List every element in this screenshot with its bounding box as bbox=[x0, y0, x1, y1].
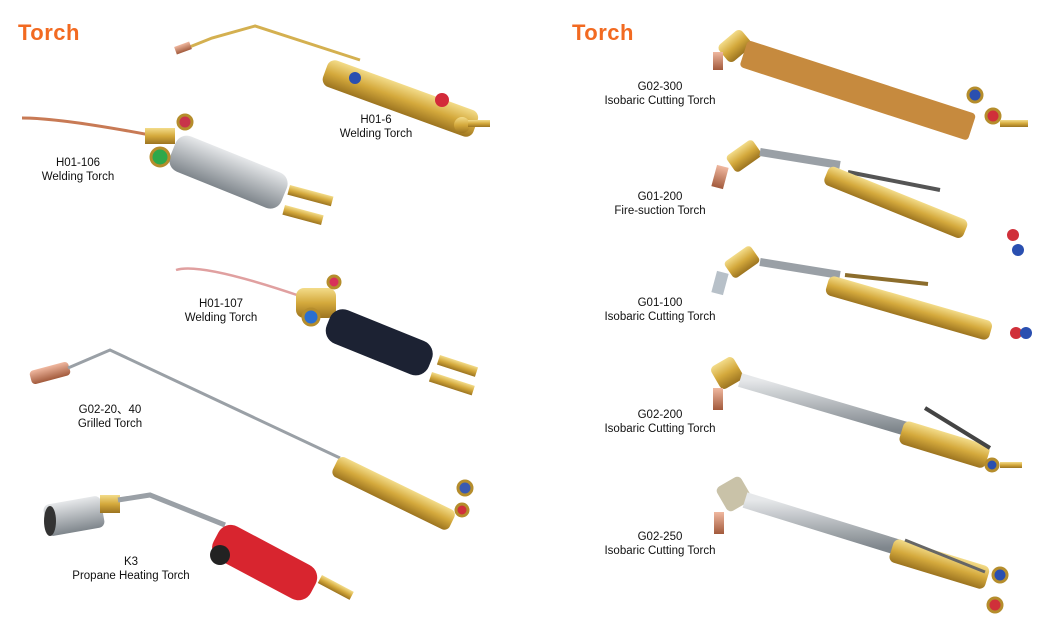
product-model: G02-20、40 bbox=[78, 404, 142, 416]
product-model: H01-6 bbox=[360, 114, 392, 126]
product-model: G01-100 bbox=[637, 297, 683, 309]
product-name: Isobaric Cutting Torch bbox=[604, 545, 716, 557]
torch-image-g02-250 bbox=[714, 476, 1009, 614]
torch-image-g02-300 bbox=[713, 29, 1028, 140]
torch-image-g01-200 bbox=[711, 140, 1024, 256]
product-name: Isobaric Cutting Torch bbox=[604, 95, 716, 107]
torch-image-k3 bbox=[43, 492, 354, 601]
torch-image-h01-6 bbox=[174, 24, 490, 137]
product-name: Fire-suction Torch bbox=[614, 205, 706, 217]
section-title-left: Torch bbox=[18, 20, 80, 45]
torch-image-h01-107 bbox=[175, 267, 479, 396]
product-name: Isobaric Cutting Torch bbox=[604, 311, 716, 323]
section-title-right: Torch bbox=[572, 20, 634, 45]
torch-image-g02-200 bbox=[711, 357, 1022, 473]
product-model: G02-300 bbox=[637, 81, 683, 93]
product-name: Welding Torch bbox=[184, 312, 258, 324]
torch-image-g02-20-40 bbox=[29, 348, 474, 530]
product-name: Grilled Torch bbox=[77, 418, 143, 430]
torch-image-g01-100 bbox=[711, 246, 1032, 340]
product-name: Welding Torch bbox=[339, 128, 413, 140]
product-model: G02-250 bbox=[637, 531, 683, 543]
product-name: Welding Torch bbox=[41, 171, 115, 183]
product-model: G02-200 bbox=[637, 409, 683, 421]
product-name: Propane Heating Torch bbox=[72, 570, 190, 582]
product-model: H01-107 bbox=[198, 298, 244, 310]
product-model: H01-106 bbox=[55, 157, 101, 169]
product-model: K3 bbox=[123, 556, 139, 568]
product-name: Isobaric Cutting Torch bbox=[604, 423, 716, 435]
product-model: G01-200 bbox=[637, 191, 683, 203]
torch-image-h01-106 bbox=[21, 113, 334, 226]
